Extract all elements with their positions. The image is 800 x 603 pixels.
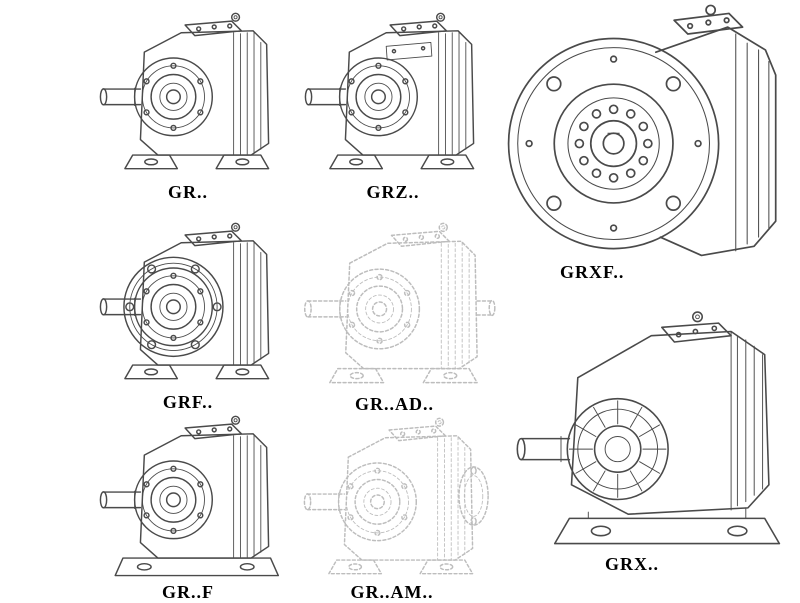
gearbox-drawing-gr-f <box>99 415 280 577</box>
figure-gr-am: GR..AM.. <box>292 412 492 603</box>
figure-label-gr-ad: GR..AD.. <box>355 394 434 414</box>
figure-gr-ad: GR..AD.. <box>292 214 497 415</box>
figure-label-gr-f: GR..F <box>162 582 214 602</box>
gearbox-drawing-gr-am <box>303 417 489 575</box>
figure-label-grz: GRZ.. <box>366 182 420 202</box>
figure-label-gr: GR.. <box>168 182 208 202</box>
figure-grf: GRF.. <box>88 212 288 413</box>
gearbox-drawing-grf <box>99 222 270 380</box>
figure-label-gr-am: GR..AM.. <box>350 582 434 602</box>
figure-grz: GRZ.. <box>293 2 493 203</box>
gearbox-drawing-gr-ad <box>303 222 496 384</box>
figure-label-grxf: GRXF.. <box>560 262 625 282</box>
figure-gr: GR.. <box>88 2 288 203</box>
figure-gr-f: GR..F <box>88 408 288 603</box>
gearbox-drawing-grz <box>304 12 475 170</box>
figure-grx: GRX.. <box>495 300 795 575</box>
gearbox-drawing-grx <box>516 311 781 545</box>
gearbox-drawing-grxf <box>507 4 777 257</box>
figure-label-grf: GRF.. <box>162 392 214 412</box>
figure-label-grx: GRX.. <box>605 554 659 574</box>
figure-grxf: GRXF.. <box>492 2 790 283</box>
gearbox-drawing-gr <box>99 12 270 170</box>
